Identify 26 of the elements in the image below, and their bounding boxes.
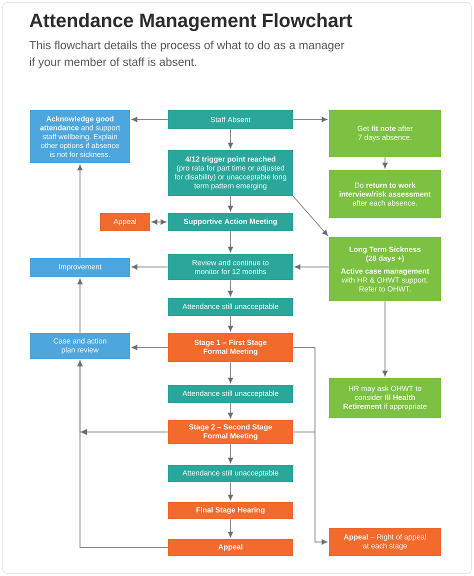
arrow — [228, 362, 234, 384]
arrow — [292, 116, 328, 122]
arrow — [77, 278, 83, 334]
arrow — [382, 156, 388, 168]
arrow — [228, 280, 234, 296]
arrow — [228, 316, 234, 332]
arrow — [77, 164, 83, 258]
title: Attendance Management Flowchart — [30, 13, 352, 32]
arrow — [292, 196, 328, 236]
arrow — [228, 230, 234, 252]
arrow — [294, 264, 330, 270]
arrow — [228, 196, 234, 212]
arrow — [132, 264, 168, 270]
arrow — [228, 482, 234, 500]
arrow — [132, 344, 168, 350]
arrow — [77, 360, 168, 548]
arrow — [228, 518, 234, 538]
arrow — [314, 432, 328, 545]
arrow — [152, 219, 166, 225]
arrow — [132, 116, 168, 122]
connector-line — [292, 347, 316, 432]
arrow — [228, 444, 234, 464]
arrow — [382, 300, 388, 376]
subtitle: This flowchart details the process of what to do as a manager if your member of staff is absent. — [29, 40, 344, 68]
arrow — [228, 128, 234, 148]
arrow — [228, 402, 234, 418]
